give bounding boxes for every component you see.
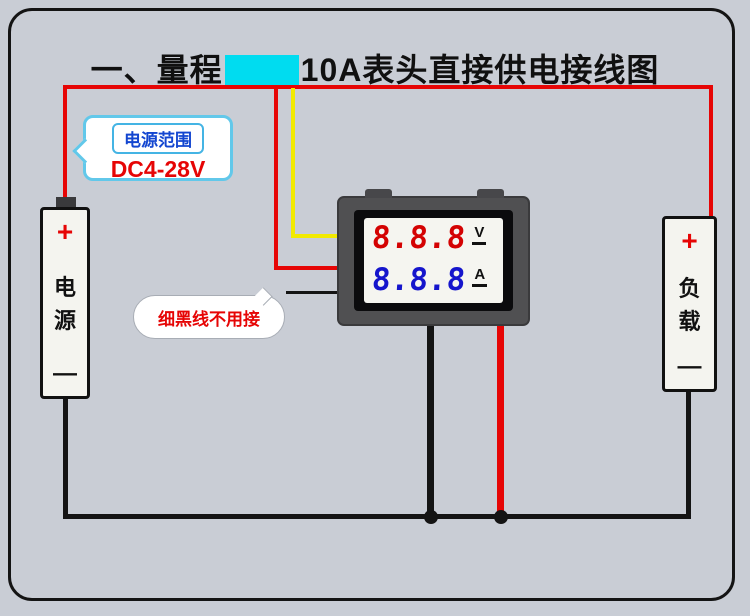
title-prefix: 一、量程	[90, 52, 223, 89]
current-unit-label: A	[472, 266, 488, 287]
diagram-border	[8, 8, 735, 601]
voltage-display-row: 8.8.8 V	[370, 218, 487, 258]
power-range-callout: 电源范围 DC4-28V	[72, 115, 233, 182]
title-redacted-highlight	[224, 55, 299, 86]
meter-display-face: 8.8.8 V 8.8.8 A	[364, 218, 503, 303]
junction-dot-right	[494, 510, 508, 524]
battery-minus-label: —	[53, 360, 77, 387]
load-symbol: + 负 载 —	[662, 216, 717, 392]
meter-bezel: 8.8.8 V 8.8.8 A	[354, 210, 513, 311]
title-suffix: 10A表头直接供电接线图	[300, 52, 660, 89]
wire-red-load-drop	[709, 85, 713, 218]
power-range-value: DC4-28V	[110, 156, 206, 182]
wire-black-bottom-bus	[63, 514, 691, 519]
wire-black-battery-drop	[63, 398, 68, 519]
battery-name-label: 电 源	[54, 271, 76, 337]
wire-red-top-bus	[63, 85, 713, 89]
wire-yellow-vertical	[291, 88, 295, 238]
current-display-row: 8.8.8 A	[370, 260, 488, 300]
battery-terminal-tab	[56, 197, 76, 208]
thin-black-wire-callout: 细黑线不用接	[133, 287, 285, 339]
load-name-char-2: 载	[678, 309, 701, 334]
battery-name-char-1: 电	[53, 275, 76, 300]
voltage-unit-label: V	[472, 224, 487, 245]
battery-plus-label: +	[56, 216, 74, 247]
wire-yellow-horizontal	[291, 234, 344, 238]
wire-thick-red-current	[497, 320, 504, 518]
wire-red-branch-horizontal	[274, 266, 344, 270]
thin-black-wire-note: 细黑线不用接	[158, 309, 260, 329]
load-minus-label: —	[677, 353, 702, 380]
voltage-digits: 8.8.8	[370, 220, 467, 256]
battery-name-char-2: 源	[53, 308, 76, 333]
panel-meter: 8.8.8 V 8.8.8 A	[337, 189, 530, 326]
load-name-char-1: 负	[678, 276, 701, 301]
battery-symbol: + 电 源 —	[40, 207, 90, 399]
wire-red-battery-drop	[63, 85, 67, 198]
wire-red-branch-vertical	[274, 85, 278, 270]
power-range-label: 电源范围	[112, 123, 204, 154]
meter-mount-clip-right	[477, 189, 504, 198]
wire-thick-black-current	[427, 320, 434, 518]
current-digits: 8.8.8	[370, 262, 467, 298]
meter-mount-clip-left	[365, 189, 392, 198]
load-name-label: 负 载	[678, 272, 700, 338]
diagram-title: 一、量程 10A表头直接供电接线图	[0, 45, 750, 91]
load-plus-label: +	[681, 225, 698, 256]
wire-black-load-drop	[686, 390, 691, 519]
junction-dot-left	[424, 510, 438, 524]
wire-thin-black-unused	[286, 291, 342, 294]
